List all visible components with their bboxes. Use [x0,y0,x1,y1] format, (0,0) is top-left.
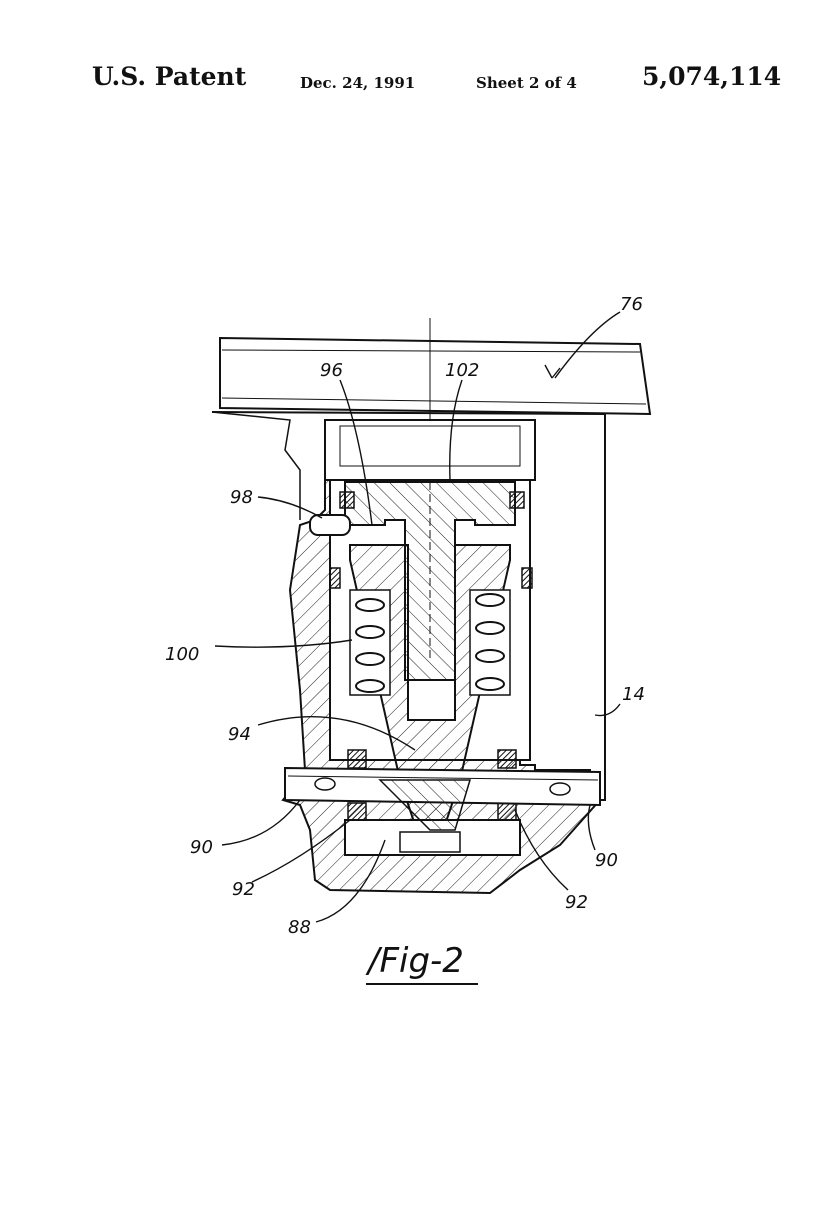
ref-90-left: 90 [190,837,213,858]
patent-date: Dec. 24, 1991 [300,74,416,92]
ref-92-left: 92 [232,879,255,900]
spring-100 [349,589,511,696]
ref-98: 98 [230,487,253,508]
ref-96: 96 [320,360,343,381]
top-plate-76 [219,318,652,420]
ref-88: 88 [288,917,311,938]
ref-14: 14 [622,684,645,705]
ref-100: 100 [165,644,199,665]
sheet-number: Sheet 2 of 4 [476,74,577,92]
ref-94: 94 [228,724,251,745]
rod-90 [284,766,601,831]
pin-98 [309,514,351,536]
patent-number: 5,074,114 [642,62,782,91]
leader-lines [214,311,621,923]
seals-92 [329,491,533,822]
ref-76: 76 [620,294,643,315]
ref-90-right: 90 [595,850,618,871]
figure-label: /Fig-2 [365,941,464,981]
patent-title: U.S. Patent [92,62,247,91]
ref-92-right: 92 [565,892,588,913]
ref-102: 102 [445,360,479,381]
